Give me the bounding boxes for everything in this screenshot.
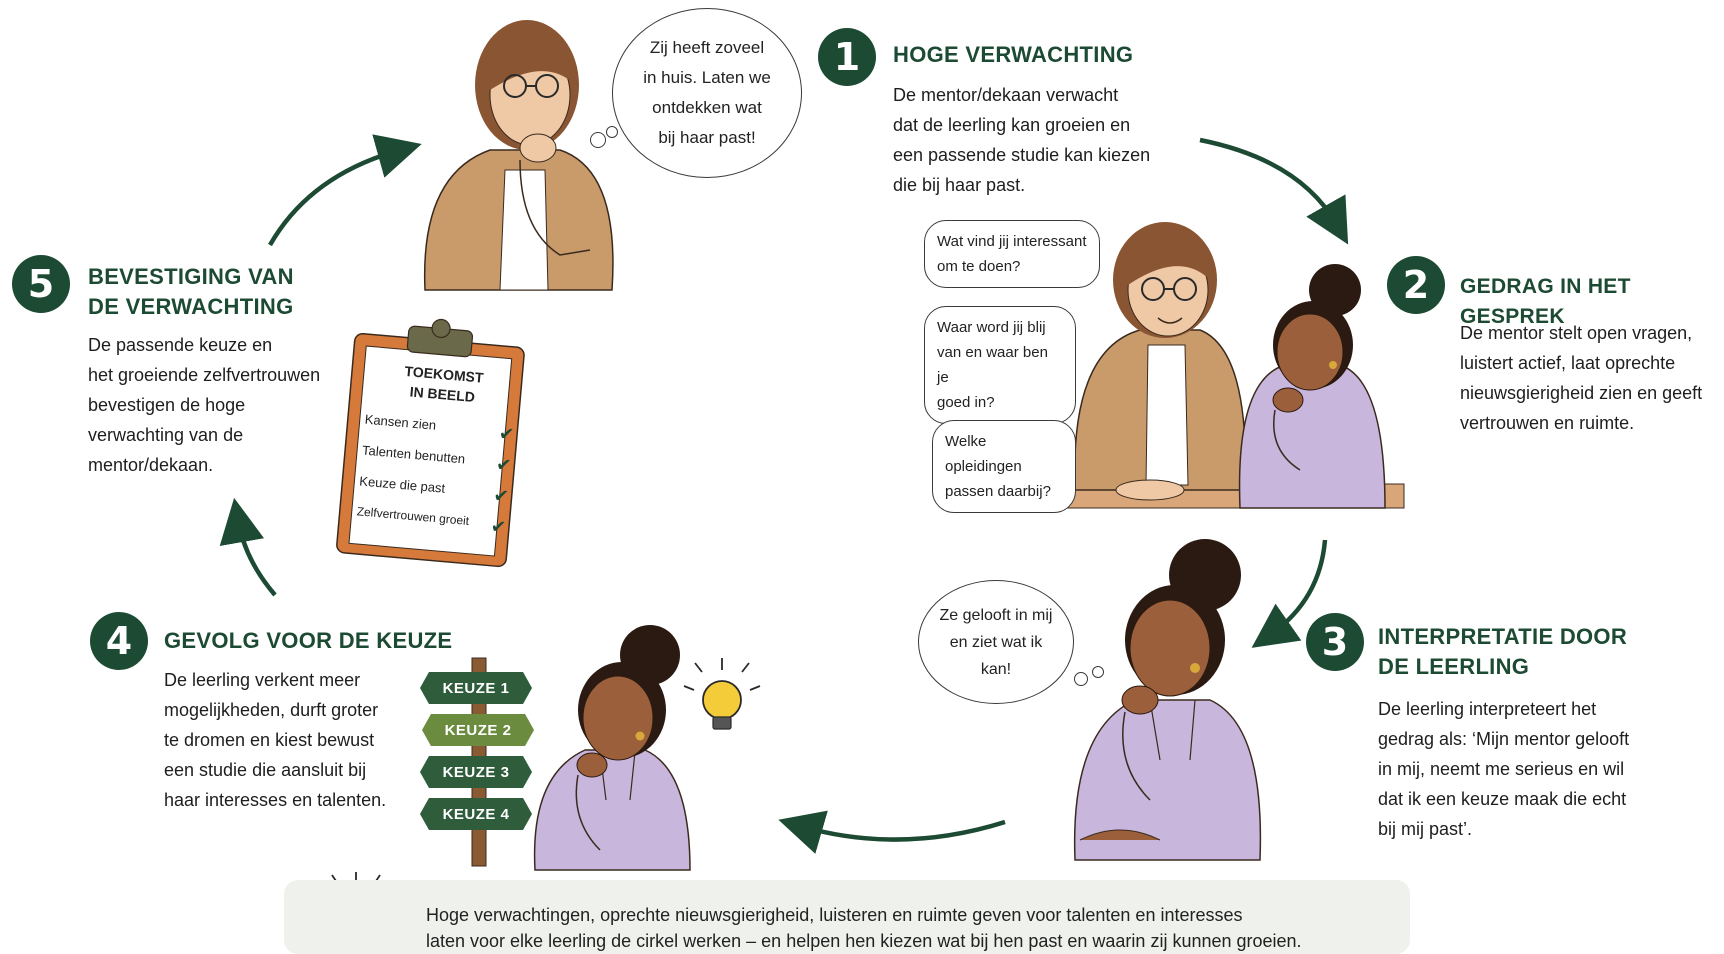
thought-dot (606, 126, 618, 138)
step-4-title: GEVOLG VOOR DE KEUZE (164, 628, 453, 653)
signpost-option-4: KEUZE 4 (420, 798, 532, 830)
thought-dot (1074, 672, 1088, 686)
thought-dot (590, 132, 606, 148)
checkmark-icon: ✔ (498, 423, 515, 445)
mentor-figure-top (423, 20, 614, 291)
clipboard-item: Zelfvertrouwen groeit✔ (356, 504, 507, 538)
step-2-body: De mentor stelt open vragen,luistert act… (1460, 323, 1703, 433)
signpost-option-1: KEUZE 1 (420, 672, 532, 704)
student-figure-step4 (471, 625, 691, 871)
student-figure-step3 (1073, 539, 1262, 861)
cycle-arrow-icon (219, 134, 1349, 854)
checkmark-icon: ✔ (492, 485, 510, 507)
step-3-badge: 3 (1306, 613, 1364, 671)
signpost-option-3: KEUZE 3 (420, 756, 532, 788)
step-5-badge: 5 (12, 255, 70, 313)
signpost-option-2: KEUZE 2 (422, 714, 534, 746)
footer-summary: Hoge verwachtingen, oprechte nieuwsgieri… (284, 880, 1410, 954)
step-4-badge: 4 (90, 612, 148, 670)
clipboard-item: Keuze die past✔ (358, 473, 510, 507)
step-1-title: HOGE VERWACHTING (893, 42, 1134, 67)
step-1-badge: 1 (818, 28, 876, 86)
thought-dot (1092, 666, 1104, 678)
step-2-badge: 2 (1387, 256, 1445, 314)
checkmark-icon: ✔ (495, 454, 513, 476)
clipboard-item: Talenten benutten✔ (361, 442, 513, 476)
checkmark-icon: ✔ (490, 516, 507, 538)
clipboard (336, 318, 525, 568)
conversation-figures (1067, 222, 1405, 509)
lightbulb-icon (683, 658, 761, 730)
clipboard-item: Kansen zien✔ (364, 411, 515, 445)
step-2-title: GEDRAG IN HET GESPREK (1460, 275, 1631, 328)
footer-text: Hoge verwachtingen, oprechte nieuwsgieri… (426, 905, 1302, 951)
